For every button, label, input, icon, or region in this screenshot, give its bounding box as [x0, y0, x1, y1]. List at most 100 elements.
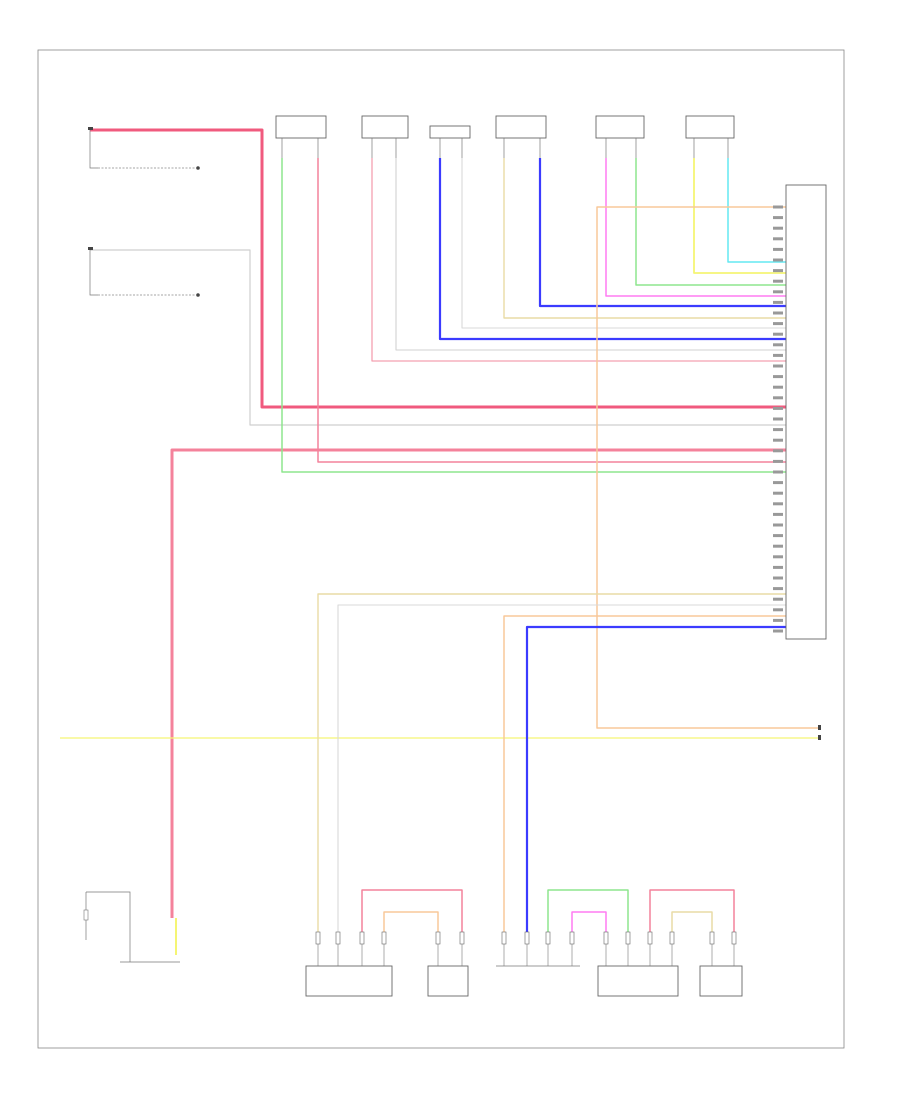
connector-pin [773, 375, 783, 379]
bottom-terminal [335, 931, 341, 945]
bottom-terminal [731, 931, 737, 945]
bottom-component-3 [427, 965, 469, 997]
loop-red-b1 [361, 889, 463, 932]
connector-pin-rows [773, 205, 783, 633]
connector-pin [773, 470, 783, 474]
loop-red-b5 [649, 889, 735, 932]
connector-pin [773, 237, 783, 241]
connector-pin [773, 534, 783, 538]
wire-yellow-c6 [693, 158, 786, 274]
connector-pin [773, 491, 783, 495]
wire-red-main [90, 128, 786, 409]
bottom-terminal [459, 931, 465, 945]
bottom-terminal [625, 931, 631, 945]
top-component-5 [595, 115, 645, 158]
bottom-component-6 [699, 965, 743, 997]
wire-blue-c3 [438, 158, 786, 341]
wire-tan-c4 [503, 158, 786, 319]
wire-gray-bottom [337, 604, 786, 932]
connector-pin [773, 438, 783, 442]
bottom-terminal [569, 931, 575, 945]
wire-pink-c1 [317, 158, 786, 463]
connector-pin [773, 300, 783, 304]
wire-gray-c2 [395, 158, 786, 351]
connector-pin [773, 406, 783, 410]
bottom-terminal [545, 931, 551, 945]
connector-pin [773, 608, 783, 612]
connector-pin [773, 279, 783, 283]
loop-tan-b5 [671, 911, 713, 932]
bottom-terminal [669, 931, 675, 945]
wire-orange-bottom [503, 615, 786, 932]
connector-pin [773, 385, 783, 389]
top-component-3 [429, 125, 471, 158]
connector-pin [773, 205, 783, 209]
connector-pin [773, 544, 783, 548]
connector-pin [773, 502, 783, 506]
wire-gray-left [90, 249, 786, 426]
wire-pink-c2 [371, 158, 786, 362]
connector-pin [773, 428, 783, 432]
left-component-1 [88, 127, 200, 170]
bottom-terminal [435, 931, 441, 945]
bottom-terminal [647, 931, 653, 945]
connector-pin [773, 449, 783, 453]
wire-red-bottom [170, 448, 786, 918]
top-component-4 [495, 115, 547, 158]
connector-pin [773, 322, 783, 326]
connector-pin [773, 353, 783, 357]
wire-blue-c4 [538, 158, 786, 308]
bottom-terminal [524, 931, 530, 945]
bottom-terminal [603, 931, 609, 945]
wire-green-c1 [281, 158, 786, 473]
wire-blue-bottom [525, 625, 786, 932]
top-component-1 [275, 115, 327, 158]
right-terminal [818, 725, 821, 740]
bottom-component-left [83, 891, 180, 963]
wire-orange-long [596, 206, 818, 729]
bottom-component-2 [305, 965, 393, 997]
bottom-terminal [315, 931, 321, 945]
bottom-terminal [381, 931, 387, 945]
top-component-6 [685, 115, 735, 158]
connector-pin [773, 555, 783, 559]
connector-pin [773, 396, 783, 400]
connector-pin [773, 332, 783, 336]
wire-green-c5 [635, 158, 786, 286]
bottom-terminal [501, 931, 507, 945]
connector-pin [773, 459, 783, 463]
bottom-terminals [315, 931, 737, 966]
connector-pin [773, 247, 783, 251]
wire-cyan-c6 [727, 158, 786, 263]
wires [60, 128, 818, 955]
connector-pin [773, 629, 783, 633]
wire-tan-bottom [317, 593, 786, 932]
connector-pin [773, 481, 783, 485]
loop-green-b3 [547, 889, 629, 932]
bottom-component-5 [597, 965, 679, 997]
diagram-border [37, 49, 845, 1049]
connector-pin [773, 417, 783, 421]
connector-pin [773, 565, 783, 569]
connector-pin [773, 512, 783, 516]
connector-pin [773, 364, 783, 368]
connector-pin [773, 343, 783, 347]
bottom-terminal [709, 931, 715, 945]
connector-pin [773, 258, 783, 262]
connector-pin [773, 576, 783, 580]
wire-magenta-c5 [605, 158, 786, 297]
loop-orange-b1 [383, 911, 439, 932]
main-connector [773, 184, 827, 640]
connector-pin [773, 269, 783, 273]
left-component-2 [88, 247, 200, 297]
connector-pin [773, 311, 783, 315]
connector-pin [773, 290, 783, 294]
wire-gray-c3 [461, 158, 786, 329]
connector-pin [773, 216, 783, 220]
connector-pin [773, 597, 783, 601]
loop-magenta-b3 [571, 911, 607, 932]
connector-pin [773, 618, 783, 622]
connector-pin [773, 523, 783, 527]
bottom-terminal [359, 931, 365, 945]
